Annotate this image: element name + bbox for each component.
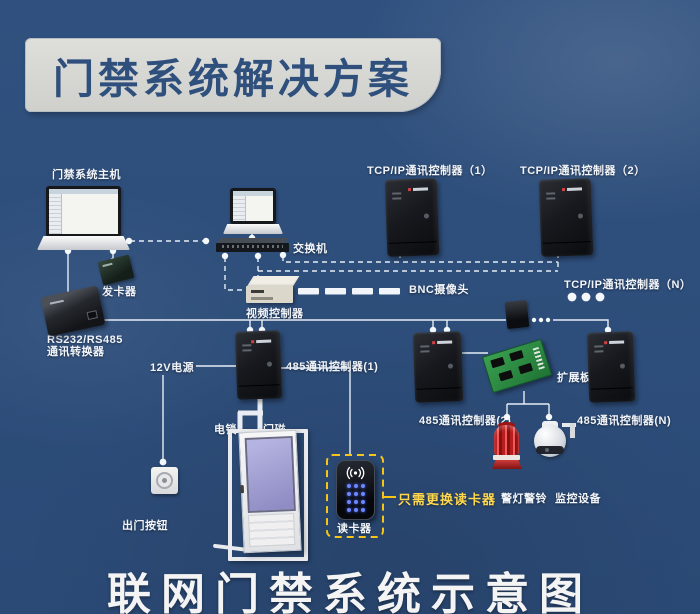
bnc-cable-dashes bbox=[298, 288, 400, 295]
main-title-banner: 门禁系统解决方案 bbox=[25, 38, 441, 112]
label-alarm-bell: 警灯警铃 bbox=[501, 493, 547, 505]
label-485-1: 485通讯控制器(1) bbox=[286, 361, 379, 373]
client-laptop-icon bbox=[223, 188, 283, 234]
tcpip-controller-1-icon bbox=[384, 178, 440, 257]
lock-knob-icon bbox=[266, 361, 273, 367]
label-tcpip-n: TCP/IP通讯控制器（N） bbox=[564, 279, 692, 291]
bus-ellipsis-dots bbox=[531, 317, 551, 323]
door-glass bbox=[244, 435, 296, 513]
label-tcpip-1: TCP/IP通讯控制器（1） bbox=[367, 165, 493, 177]
video-controller-icon bbox=[246, 276, 300, 304]
label-card-issuer: 发卡器 bbox=[102, 286, 137, 298]
rfid-waves-icon bbox=[346, 466, 365, 480]
laptop-keyboard bbox=[37, 236, 130, 250]
label-485-2: 485通讯控制器(2) bbox=[419, 415, 512, 427]
brand-logo-icon bbox=[412, 187, 429, 191]
reader-keypad bbox=[345, 484, 366, 512]
alarm-strobe-icon bbox=[492, 422, 522, 469]
dashed-wires bbox=[130, 240, 559, 291]
door-lower-panel bbox=[248, 512, 296, 547]
lock-knob-icon bbox=[423, 213, 430, 219]
main-title: 门禁系统解决方案 bbox=[53, 56, 413, 102]
label-annotation: 只需更换读卡器 bbox=[398, 492, 497, 507]
label-converter: RS232/RS485 通讯转换器 bbox=[47, 334, 123, 358]
485-controller-n-icon bbox=[586, 331, 636, 403]
network-switch-icon bbox=[216, 238, 289, 253]
label-monitor-device: 监控设备 bbox=[555, 493, 601, 505]
label-video-controller: 视频控制器 bbox=[246, 308, 304, 320]
reader-highlight-box bbox=[326, 454, 396, 538]
host-laptop-icon bbox=[37, 186, 130, 250]
tcpip-controller-2-icon bbox=[538, 178, 594, 257]
label-12v-power: 12V电源 bbox=[150, 362, 195, 374]
485-controller-1-icon bbox=[234, 330, 283, 400]
485-controller-2-icon bbox=[412, 331, 464, 403]
label-tcpip-2: TCP/IP通讯控制器（2） bbox=[520, 165, 646, 177]
door-handle-icon bbox=[239, 485, 245, 494]
door-hardware-tubes bbox=[237, 399, 263, 431]
lock-knob-icon bbox=[577, 213, 584, 219]
label-converter-line1: RS232/RS485 bbox=[47, 334, 123, 346]
brand-logo-icon bbox=[437, 340, 453, 345]
label-switch: 交换机 bbox=[293, 243, 328, 255]
label-expansion-board: 扩展板 bbox=[557, 372, 592, 384]
label-converter-line2: 通讯转换器 bbox=[47, 346, 105, 358]
label-exit-button: 出门按钮 bbox=[122, 520, 168, 532]
dome-camera-icon bbox=[534, 420, 578, 466]
lock-knob-icon bbox=[619, 363, 626, 369]
laptop-screen bbox=[46, 186, 121, 237]
switch-ports bbox=[222, 245, 283, 248]
brand-logo-icon bbox=[609, 340, 625, 345]
label-bnc-camera: BNC摄像头 bbox=[409, 284, 469, 296]
label-card-reader: 读卡器 bbox=[337, 523, 372, 535]
brand-logo-icon bbox=[256, 339, 272, 344]
label-485-n: 485通讯控制器(N) bbox=[577, 415, 672, 427]
label-host: 门禁系统主机 bbox=[52, 169, 121, 181]
exit-button-icon bbox=[151, 467, 178, 494]
more-controllers-dots bbox=[567, 292, 605, 302]
brand-logo-icon bbox=[566, 187, 583, 191]
laptop-screen bbox=[230, 188, 276, 224]
camera-lens-icon bbox=[536, 446, 564, 454]
solid-wires bbox=[67, 230, 609, 459]
laptop-keyboard bbox=[223, 224, 283, 234]
bus-repeater-icon bbox=[504, 299, 530, 330]
lock-knob-icon bbox=[447, 363, 454, 369]
door-leaf bbox=[238, 429, 302, 554]
footer-title: 联网门禁系统示意图 bbox=[107, 570, 593, 614]
card-reader-icon bbox=[336, 460, 375, 520]
